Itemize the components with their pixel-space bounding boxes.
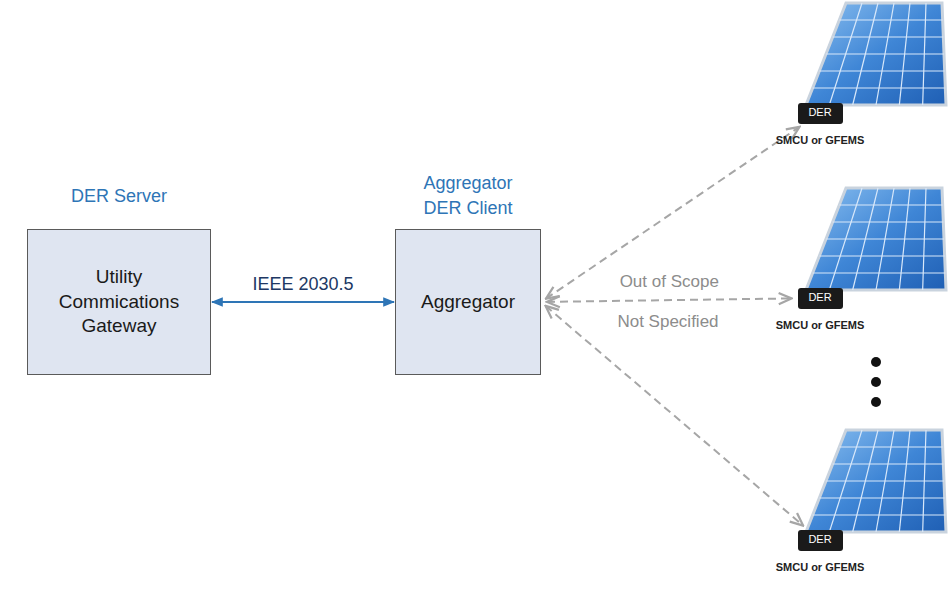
device-caption: SMCU or GFEMS <box>776 134 865 146</box>
protocol-link <box>212 301 394 303</box>
panel-grid <box>923 188 926 290</box>
illustration-layer <box>806 3 946 532</box>
ellipsis-dot <box>871 357 881 367</box>
aggregator-box: Aggregator DER ClientAggregator <box>395 229 541 375</box>
panel-grid <box>899 3 910 105</box>
panel-grid <box>813 514 946 515</box>
panel-grid <box>813 272 946 273</box>
panel-grid <box>826 238 944 239</box>
panel-grid <box>813 87 946 88</box>
connector-group <box>212 127 803 526</box>
device-link <box>546 306 804 526</box>
panel-grid <box>819 70 944 71</box>
panel-grid <box>819 255 944 256</box>
device-link <box>547 298 792 302</box>
role-heading: DER Server <box>71 184 167 208</box>
device-link <box>546 127 800 299</box>
box-text: Utility Commications Gateway <box>49 265 189 339</box>
panel-grid <box>826 480 944 481</box>
panel-grid <box>826 53 944 54</box>
ellipsis-dots <box>871 357 881 407</box>
solar-panel <box>806 430 946 532</box>
panel-grid <box>899 430 910 532</box>
panel-grid <box>819 497 944 498</box>
scope-note: Out of Scope <box>617 272 722 292</box>
der-label: DER <box>808 291 831 304</box>
scope-note: Not Specified <box>614 312 721 332</box>
panel-frame <box>806 188 946 290</box>
panel-grid <box>923 3 926 105</box>
panel-frame <box>806 3 946 105</box>
device-caption: SMCU or GFEMS <box>776 319 865 331</box>
solar-panel <box>806 188 946 290</box>
ellipsis-dot <box>871 377 881 387</box>
box-text: Aggregator <box>421 290 515 315</box>
device-caption: SMCU or GFEMS <box>776 561 865 573</box>
ellipsis-dot <box>871 397 881 407</box>
der-box: DERSMCU or GFEMS <box>798 530 843 551</box>
panel-grid <box>899 188 910 290</box>
der-label: DER <box>808 106 831 119</box>
role-heading: Aggregator DER Client <box>408 171 528 220</box>
solar-panel <box>806 3 946 105</box>
panel-grid <box>923 430 926 532</box>
gateway-box: DER ServerUtility Commications Gateway <box>27 229 211 375</box>
panel-frame <box>806 430 946 532</box>
der-box: DERSMCU or GFEMS <box>798 288 843 309</box>
der-label: DER <box>808 533 831 546</box>
der-box: DERSMCU or GFEMS <box>798 103 843 124</box>
protocol-label: IEEE 2030.5 <box>249 274 356 295</box>
